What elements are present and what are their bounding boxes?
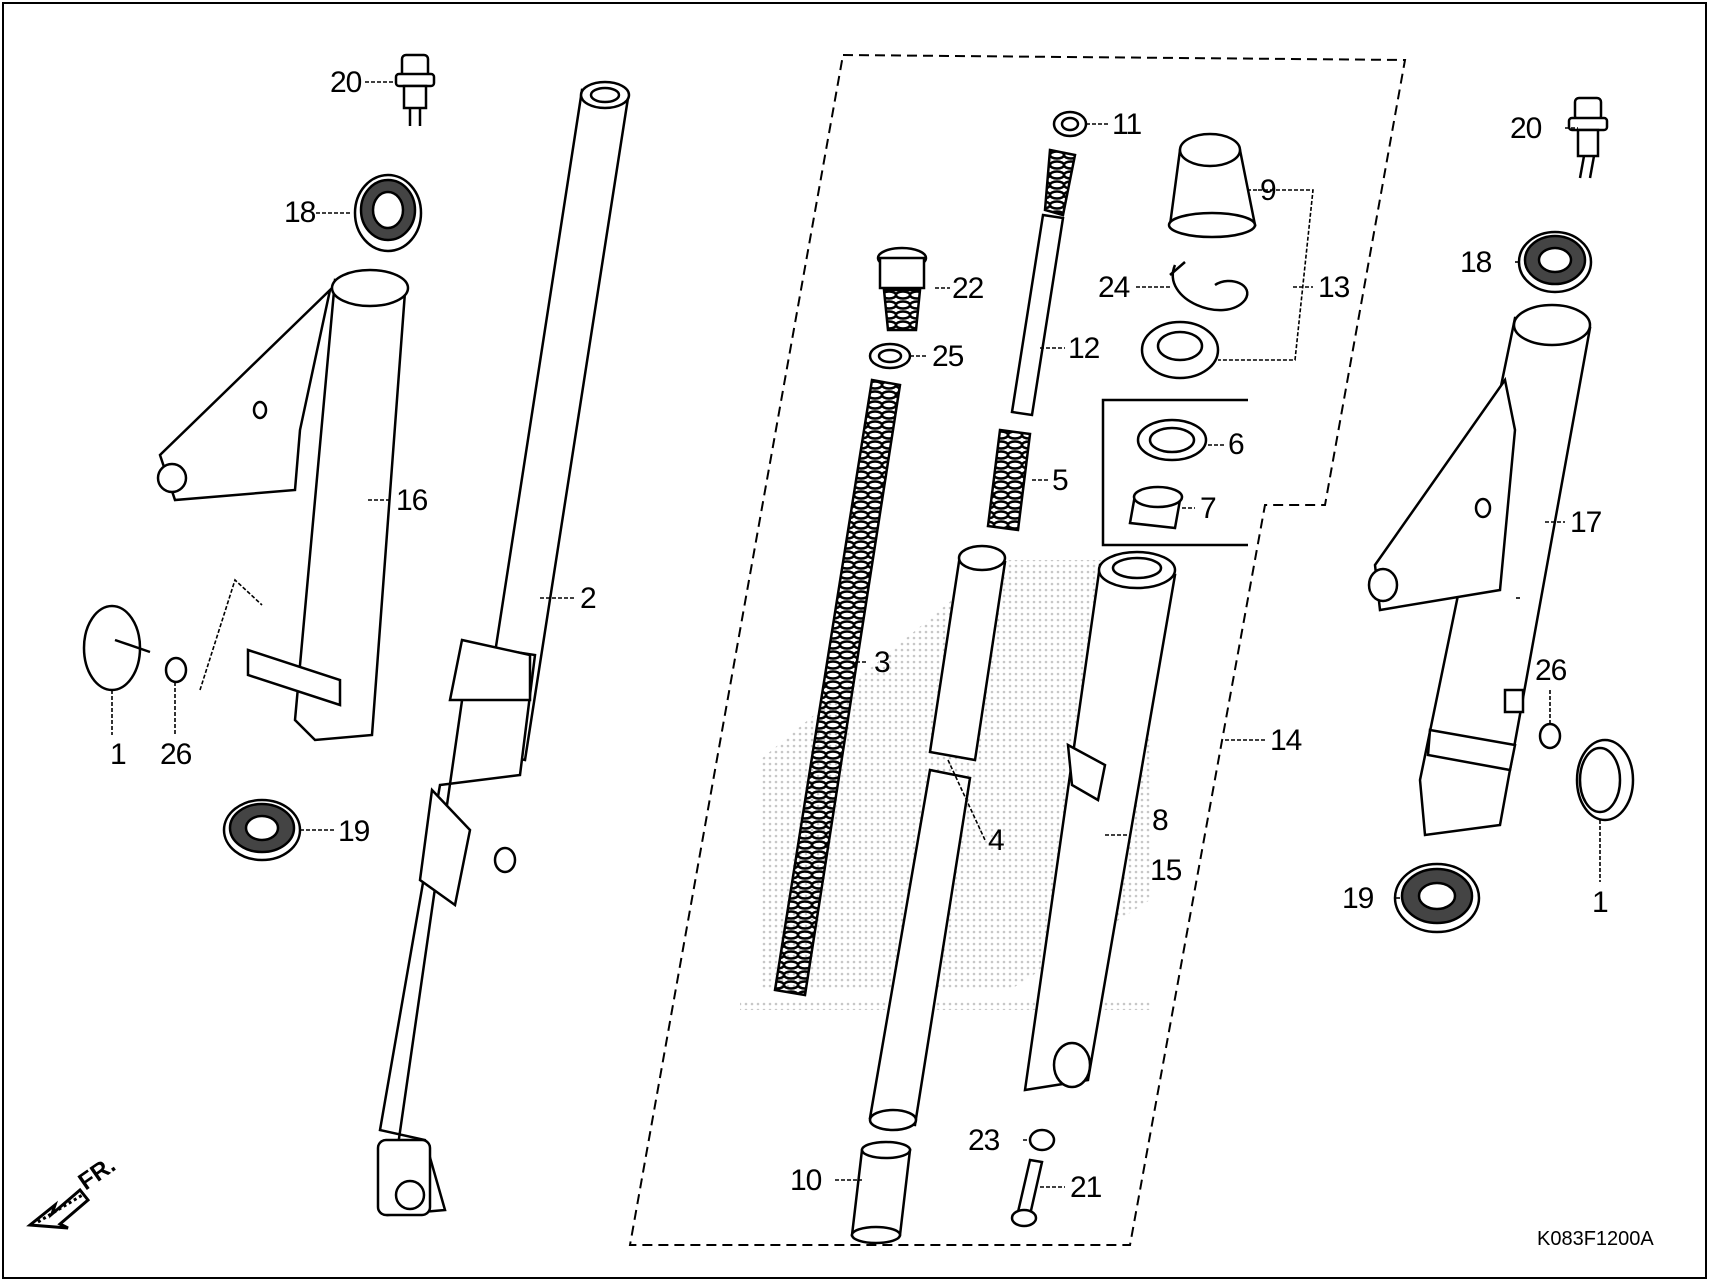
callout-21: 21 <box>1070 1171 1102 1204</box>
callout-20-left: 20 <box>330 66 362 99</box>
part-3-fork-spring <box>773 378 902 997</box>
part-18-left-cap <box>353 173 423 253</box>
part-20-right-bolt <box>1567 96 1609 179</box>
assembly-group-outline <box>628 53 1407 1246</box>
callout-11: 11 <box>1112 108 1142 141</box>
part-9-dust-seal <box>1167 132 1257 239</box>
part-17-right-fork-cover <box>1367 303 1592 837</box>
callout-9: 9 <box>1260 174 1277 207</box>
part-11-ring <box>1052 110 1088 138</box>
callout-17: 17 <box>1570 506 1602 539</box>
part-8-15-bottom-case <box>1023 550 1177 1092</box>
part-12-damper-rod <box>1010 148 1077 417</box>
part-2-fork-tube <box>376 80 631 1217</box>
callout-15: 15 <box>1150 854 1182 887</box>
part-23-washer <box>1028 1128 1056 1152</box>
callout-25: 25 <box>932 340 964 373</box>
callout-3: 3 <box>874 646 891 679</box>
callout-5: 5 <box>1052 464 1069 497</box>
part-4-fork-piston <box>868 544 1007 1132</box>
callout-18-right: 18 <box>1460 246 1492 279</box>
part-19-left-cap <box>222 798 302 862</box>
callout-2: 2 <box>580 582 597 615</box>
callout-4: 4 <box>988 824 1005 857</box>
part-10-bushing <box>850 1140 912 1245</box>
callout-18-left: 18 <box>284 196 316 229</box>
callout-7: 7 <box>1200 492 1217 525</box>
callout-26-right: 26 <box>1535 654 1567 687</box>
callout-8: 8 <box>1152 804 1169 837</box>
leader-lines <box>111 81 1601 1188</box>
part-1-left-reflector <box>82 604 151 692</box>
part-21-socket-bolt <box>1010 1158 1044 1228</box>
part-7-slider-bushing <box>1128 485 1184 530</box>
part-26-right-nut <box>1538 722 1562 750</box>
callout-22: 22 <box>952 272 984 305</box>
part-20-left-bolt <box>394 53 436 126</box>
callout-19-left: 19 <box>338 815 370 848</box>
callout-26-left: 26 <box>160 738 192 771</box>
callout-1-right: 1 <box>1592 886 1609 919</box>
callout-10: 10 <box>790 1164 822 1197</box>
part-1-right-reflector <box>1575 738 1635 822</box>
part-5-rebound-spring <box>986 428 1032 532</box>
part-6-back-up-ring <box>1136 418 1208 462</box>
callout-16: 16 <box>396 484 428 517</box>
part-19-right-cap <box>1393 862 1481 934</box>
callout-6: 6 <box>1228 428 1245 461</box>
part-25-washer <box>868 342 912 370</box>
part-24-circlip <box>1169 261 1249 312</box>
callout-19-right: 19 <box>1342 882 1374 915</box>
part-18-right-cap <box>1517 230 1593 294</box>
part-16-left-fork-cover <box>156 268 410 742</box>
callout-23: 23 <box>968 1124 1000 1157</box>
parts-6-7-bracket <box>1101 398 1248 547</box>
callout-24: 24 <box>1098 271 1130 304</box>
part-26-left-nut <box>164 656 188 684</box>
part-13-oil-seal <box>1140 320 1220 380</box>
callout-1-left: 1 <box>110 738 127 771</box>
callout-14: 14 <box>1270 724 1302 757</box>
callout-20-right: 20 <box>1510 112 1542 145</box>
callout-13: 13 <box>1318 271 1350 304</box>
front-direction-arrow <box>26 1187 91 1230</box>
part-22-bolt <box>876 246 928 332</box>
diagram-code: K083F1200A <box>1537 1228 1654 1250</box>
callout-12: 12 <box>1068 332 1100 365</box>
